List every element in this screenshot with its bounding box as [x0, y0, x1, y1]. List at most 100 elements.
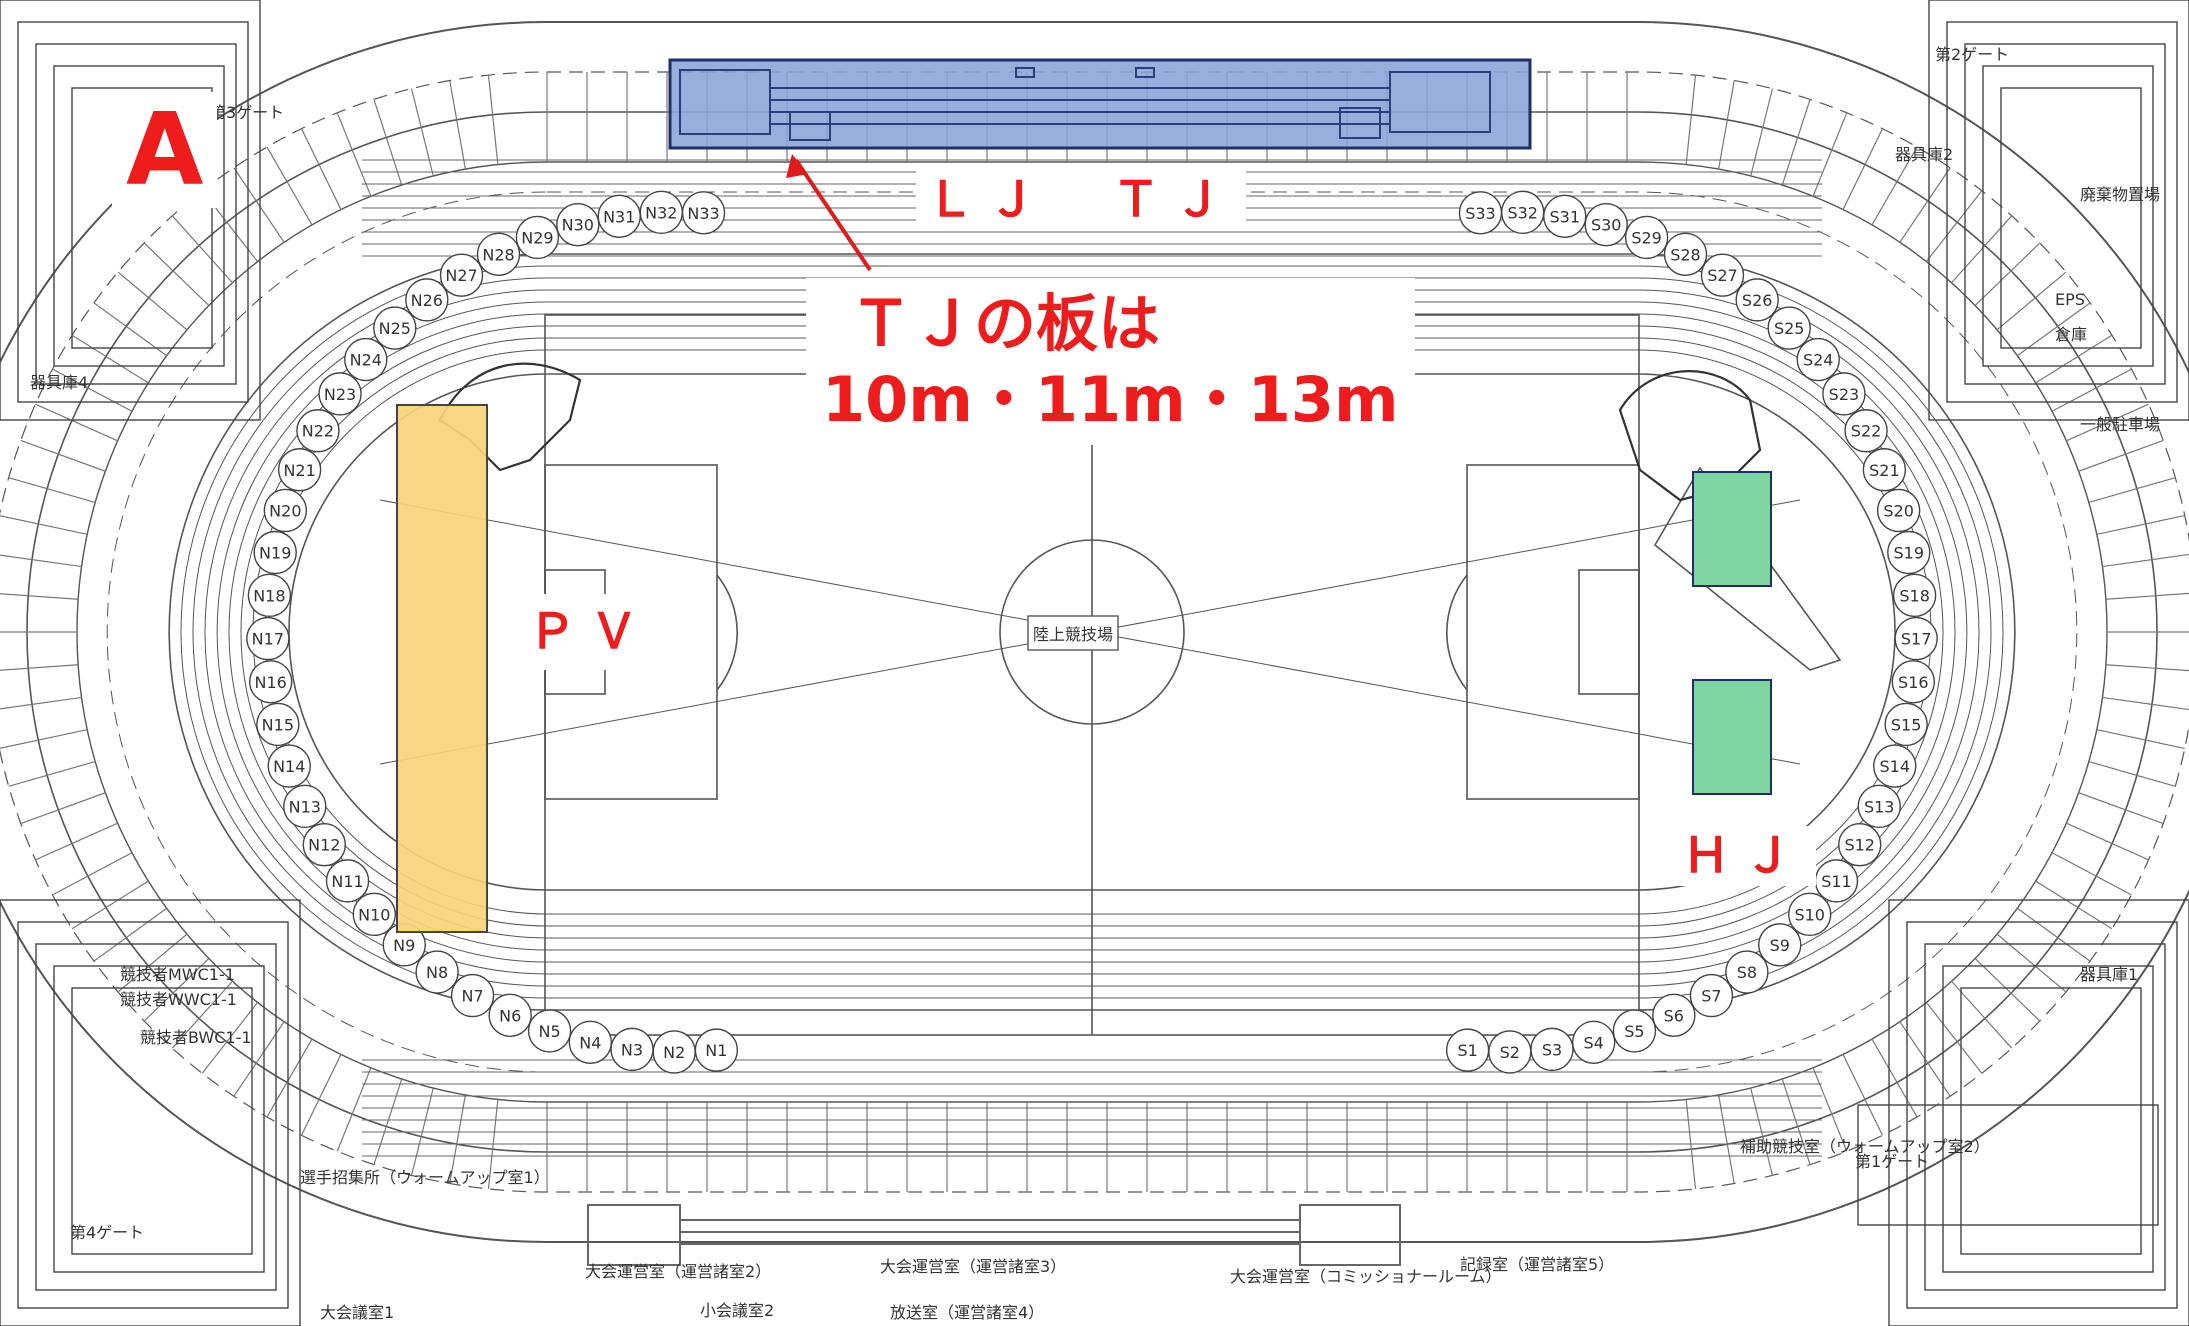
stand-marker-n16: N16 [248, 660, 293, 704]
stand-radial-line [300, 1054, 342, 1136]
room-label: 記録室（運営諸室5） [1460, 1255, 1614, 1274]
water-jump-east [1618, 370, 1762, 502]
stand-marker-n3: N3 [610, 1027, 654, 1072]
stand-marker-label: N31 [603, 207, 635, 226]
stand-marker-label: S28 [1670, 245, 1701, 264]
stand-radial-line [2066, 822, 2149, 861]
stand-marker-s7: S7 [1689, 973, 1734, 1018]
stand-marker-circle [325, 859, 370, 903]
corner-building-2 [71, 987, 253, 1255]
corner-building-0 [53, 65, 225, 367]
stand-marker-s24: S24 [1796, 337, 1840, 382]
stand-marker-label: N29 [521, 228, 553, 247]
throwing-sector-line [1091, 631, 1801, 765]
stand-marker-s25: S25 [1767, 306, 1811, 350]
stand-marker-n24: N24 [344, 337, 388, 382]
stand-marker-circle [556, 202, 600, 247]
stand-marker-s4: S4 [1571, 1020, 1616, 1065]
track-ring-0 [288, 373, 1896, 891]
room-label: 小会議室2 [700, 1301, 774, 1320]
runway-pit-west [587, 1204, 681, 1266]
stand-radial-line [336, 1067, 372, 1152]
stand-marker-label: N7 [461, 987, 483, 1006]
stand-radial-line [1718, 80, 1735, 170]
corner-building-0 [71, 87, 213, 349]
stand-marker-circle [1530, 1027, 1574, 1072]
room-label: 器具庫1 [2080, 965, 2138, 984]
stand-marker-label: S10 [1794, 905, 1825, 924]
stand-marker-circle [1624, 215, 1669, 260]
stand-marker-s8: S8 [1725, 950, 1769, 994]
stand-marker-n17: N17 [246, 616, 290, 661]
stand-radial-line [2078, 792, 2164, 825]
stand-marker-label: S19 [1894, 543, 1925, 562]
track-ring-7 [192, 277, 1992, 987]
field-office-block [1857, 1104, 2159, 1226]
track-ring-12 [26, 111, 2158, 1153]
stand-marker-s32: S32 [1500, 190, 1545, 235]
stand-radial-line [2066, 403, 2149, 442]
stand-marker-circle [1887, 530, 1931, 575]
stand-marker-circle [488, 993, 532, 1037]
stand-marker-circle [296, 409, 340, 453]
stand-radial-line [487, 75, 499, 165]
stand-marker-s26: S26 [1735, 278, 1779, 322]
stand-marker-circle [1612, 1009, 1657, 1053]
room-label: 一般駐車場 [2080, 415, 2160, 434]
stand-marker-n10: N10 [352, 892, 396, 937]
section-letter: A [112, 92, 218, 208]
room-label: 競技者MWC1-1 [120, 965, 235, 984]
stand-marker-circle [439, 253, 484, 297]
stand-marker-circle [256, 702, 300, 747]
corner-building-2 [17, 921, 289, 1309]
stand-radial-line [143, 242, 210, 306]
stand-marker-circle [1689, 973, 1734, 1018]
stand-marker-circle [1822, 372, 1866, 416]
stand-marker-label: N26 [411, 291, 443, 310]
stand-radial-line [2016, 302, 2091, 357]
center-label-box [1027, 615, 1119, 651]
stand-marker-label: S3 [1542, 1040, 1562, 1059]
corner-building-3 [1960, 987, 2142, 1255]
stand-marker-label: S9 [1770, 936, 1790, 955]
stand-marker-label: N14 [273, 757, 305, 776]
stand-marker-label: N4 [579, 1033, 601, 1052]
stand-marker-s16: S16 [1891, 660, 1936, 704]
stand-markers: N1N2N3N4N5N6N7N8N9N10N11N12N13N14N15N16N… [246, 190, 1938, 1074]
stand-marker-circle [267, 744, 311, 788]
stand-marker-s9: S9 [1758, 923, 1802, 967]
stand-marker-n26: N26 [405, 278, 449, 322]
stand-radial-line [2096, 729, 2185, 750]
stand-marker-s30: S30 [1584, 202, 1628, 247]
room-labels: 第2ゲート器具庫2廃棄物置場EPS倉庫一般駐車場器具庫4競技者MWC1-1競技者… [30, 45, 2160, 1322]
stand-marker-s14: S14 [1873, 744, 1917, 788]
stand-marker-n23: N23 [318, 372, 362, 416]
stand-radial-line [171, 980, 233, 1049]
stand-marker-circle [1571, 1020, 1616, 1065]
stand-marker-circle [277, 448, 322, 492]
stand-marker-s3: S3 [1530, 1027, 1574, 1072]
room-label: 器具庫2 [1895, 145, 1953, 164]
stand-radial-line [373, 99, 403, 186]
stand-marker-n14: N14 [267, 744, 311, 788]
stand-marker-label: S12 [1844, 836, 1875, 855]
stand-marker-s15: S15 [1884, 702, 1928, 747]
stand-marker-n13: N13 [283, 784, 327, 829]
stand-marker-s23: S23 [1822, 372, 1866, 416]
stand-marker-label: S33 [1465, 204, 1496, 223]
stand-marker-circle [318, 372, 362, 416]
stand-radial-line [1996, 933, 2067, 993]
stand-marker-circle [1584, 202, 1628, 247]
stand-radial-line [71, 880, 149, 930]
stand-marker-circle [1663, 232, 1708, 276]
stand-radial-line [1842, 128, 1884, 210]
stand-marker-circle [1884, 702, 1928, 747]
stand-marker-n31: N31 [597, 194, 641, 239]
stand-marker-s2: S2 [1488, 1030, 1532, 1074]
stand-radial-line [2105, 592, 2189, 600]
stand-radial-line [117, 271, 188, 331]
note-arrow [794, 158, 872, 272]
stand-marker-circle [344, 337, 388, 382]
stand-radial-line [2078, 439, 2164, 472]
